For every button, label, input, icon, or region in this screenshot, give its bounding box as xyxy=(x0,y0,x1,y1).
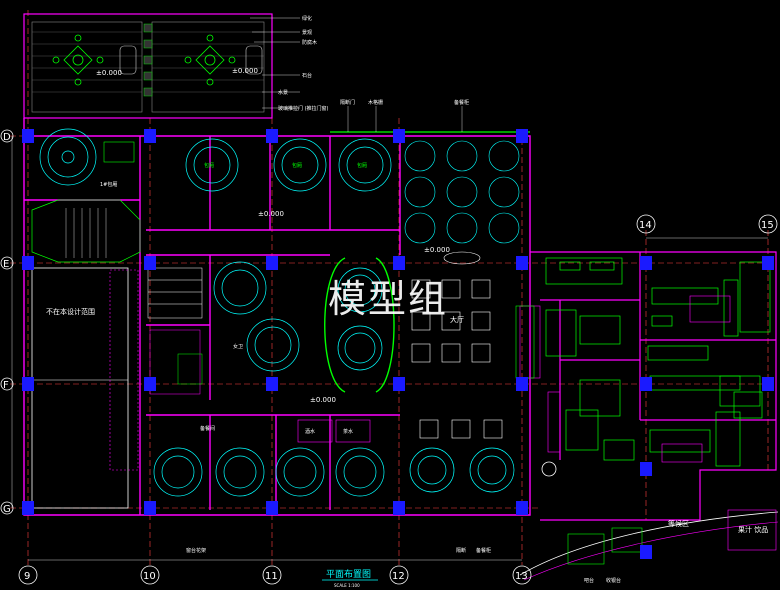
hall-round-tables xyxy=(404,140,520,244)
terrace-right-level: ±0.000 xyxy=(232,67,258,75)
grid-row-e: E xyxy=(3,259,9,270)
structural-columns xyxy=(22,129,774,559)
vip-room-1 xyxy=(39,128,97,186)
note-wood: 防腐木 xyxy=(302,39,317,46)
watermark: 模型组 xyxy=(328,277,449,321)
grid-bubbles-rows xyxy=(0,129,14,515)
dimension-lines xyxy=(11,136,768,561)
grid-bubbles-cols xyxy=(18,214,778,585)
kitchen-cylinder xyxy=(541,461,557,477)
note-landscape: 景观 xyxy=(302,29,312,36)
drawing-title: 平面布置图 xyxy=(326,568,371,580)
drawing-scale: SCALE 1:100 xyxy=(334,583,360,588)
top-notes: 隔断门 木格栅 备餐柜 xyxy=(340,99,469,132)
waiting-area: 等候区 果汁 饮品 xyxy=(519,509,779,581)
terrace-area: ±0.000 ±0.000 xyxy=(23,13,273,119)
terrace-left-level: ±0.000 xyxy=(96,69,122,77)
note-partition: 隔断 xyxy=(456,547,466,554)
grid-col-12: 12 xyxy=(392,571,405,582)
bar-counter xyxy=(515,305,535,379)
tea-room xyxy=(335,419,371,443)
note-partition-door: 隔断门 xyxy=(340,99,355,106)
corridor-level: ±0.000 xyxy=(310,396,336,404)
wine-label: 酒水 xyxy=(305,428,315,435)
core xyxy=(147,267,203,395)
grid-row-f: F xyxy=(3,380,9,391)
private-room-tables-bottom xyxy=(153,447,515,497)
note-service-bottom: 备餐柜 xyxy=(476,547,491,554)
sofa-vip1 xyxy=(103,141,135,163)
hall-feature xyxy=(443,251,481,265)
note-bar: 吧台 xyxy=(584,577,594,584)
room-label-a: 包厢 xyxy=(204,162,214,169)
private-room-tables-mid xyxy=(213,261,383,372)
hall-square-tables xyxy=(411,279,503,439)
tea-label: 茶水 xyxy=(343,428,353,435)
terrace-table-right xyxy=(184,34,236,86)
curved-partition-right xyxy=(375,257,395,393)
grid-col-9: 9 xyxy=(24,571,30,582)
note-service-cabinet: 备餐柜 xyxy=(454,99,469,106)
terrace-table-left xyxy=(52,34,104,86)
grid-col-13: 13 xyxy=(515,571,528,582)
curved-partition xyxy=(324,257,346,393)
wine-room xyxy=(297,419,333,443)
note-water: 水景 xyxy=(278,89,288,96)
grid-row-d: D xyxy=(3,132,11,143)
terrace-notes: 绿化 景观 防腐木 石台 水景 玻璃推拉门 (推拉门窗) xyxy=(250,15,329,112)
corridor-mid-level: ±0.000 xyxy=(258,210,284,218)
note-wood-grille: 木格栅 xyxy=(368,99,383,106)
toilet-label: 女卫 xyxy=(233,343,243,350)
private-room-tables-top xyxy=(185,138,392,192)
hall-label: 大厅 xyxy=(450,315,464,324)
vip1-label: 1#包厢 xyxy=(100,181,117,188)
kitchen-magenta-fixtures xyxy=(519,295,731,463)
hall-level: ±0.000 xyxy=(424,246,450,254)
kitchen-walls xyxy=(530,251,777,521)
waiting-label: 等候区 xyxy=(668,519,689,528)
note-stone: 石台 xyxy=(302,72,312,79)
not-in-scope-label: 不在本设计范围 xyxy=(46,307,95,316)
bottom-notes: 窗台花架 隔断 备餐柜 吧台 收银台 xyxy=(186,547,621,584)
not-in-scope-area: 不在本设计范围 xyxy=(31,267,139,509)
kitchen-fixtures xyxy=(545,257,771,467)
stair-left xyxy=(31,199,141,263)
grid-col-11: 11 xyxy=(265,571,278,582)
note-cashier: 收银台 xyxy=(606,577,621,584)
service-label: 备餐间 xyxy=(200,425,215,432)
grid-col-14: 14 xyxy=(639,220,652,231)
grid-col-10: 10 xyxy=(143,571,156,582)
room-label-c: 包厢 xyxy=(357,162,367,169)
grid-row-g: G xyxy=(3,504,11,515)
room-label-b: 包厢 xyxy=(292,162,302,169)
note-greenery: 绿化 xyxy=(302,15,312,22)
juice-label: 果汁 饮品 xyxy=(738,525,768,534)
note-sliding-door: 玻璃推拉门 (推拉门窗) xyxy=(278,105,329,112)
note-window-rack: 窗台花架 xyxy=(186,547,206,554)
grid-col-15: 15 xyxy=(761,220,774,231)
